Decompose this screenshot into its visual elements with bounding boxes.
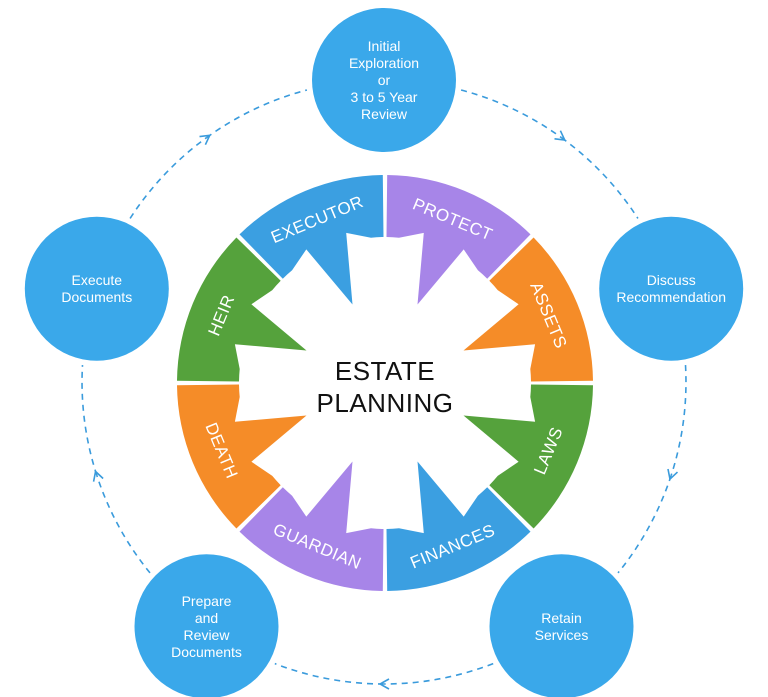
cycle-node-label: Recommendation [616,289,726,305]
cycle-connectors [81,89,687,690]
center-title-line: ESTATE [335,356,435,386]
cycle-node-label: Review [184,627,231,643]
ring-segment [177,384,307,529]
cycle-node-label: Exploration [349,55,419,71]
cycle-node-label: Review [361,106,408,122]
cycle-node-label: Services [535,627,589,643]
cycle-node-circle [599,216,744,361]
cycle-node-label: Initial [368,38,401,54]
ring-segment [463,237,593,382]
cycle-connector [129,134,212,219]
cycle-node-label: Documents [61,289,132,305]
cycle-node-circle [134,554,279,697]
cycle-node-label: Execute [72,272,123,288]
ring-segment [177,237,307,382]
cycle-connector [81,365,98,476]
cycle-connector [92,469,151,574]
cycle-connector [378,662,494,690]
cycle-connector [206,89,308,139]
cycle-node-label: Discuss [647,272,696,288]
cycle-node-label: Prepare [182,593,232,609]
cycle-node-label: or [378,72,391,88]
ring-segment [239,175,384,305]
cycle-connector [274,662,385,685]
cycle-node-circle [24,216,169,361]
center-title-line: PLANNING [317,388,454,418]
cycle-node-label: 3 to 5 Year [351,89,418,105]
ring-segment [463,384,593,529]
cycle-node-label: Retain [541,610,581,626]
cycle-node-label: Documents [171,644,242,660]
ring-segment [386,461,531,591]
cycle-connector [561,137,639,219]
cycle-connector [617,475,672,574]
ring-segment [239,461,384,591]
estate-ring: PROTECTASSETSLAWSFINANCESGUARDIANDEATHHE… [177,175,593,591]
cycle-connector [667,365,687,481]
cycle-connector [460,89,567,142]
cycle-node-circle [489,554,634,697]
cycle-node-circle [312,8,456,152]
cycle-node-label: and [195,610,218,626]
ring-segment [386,175,531,305]
